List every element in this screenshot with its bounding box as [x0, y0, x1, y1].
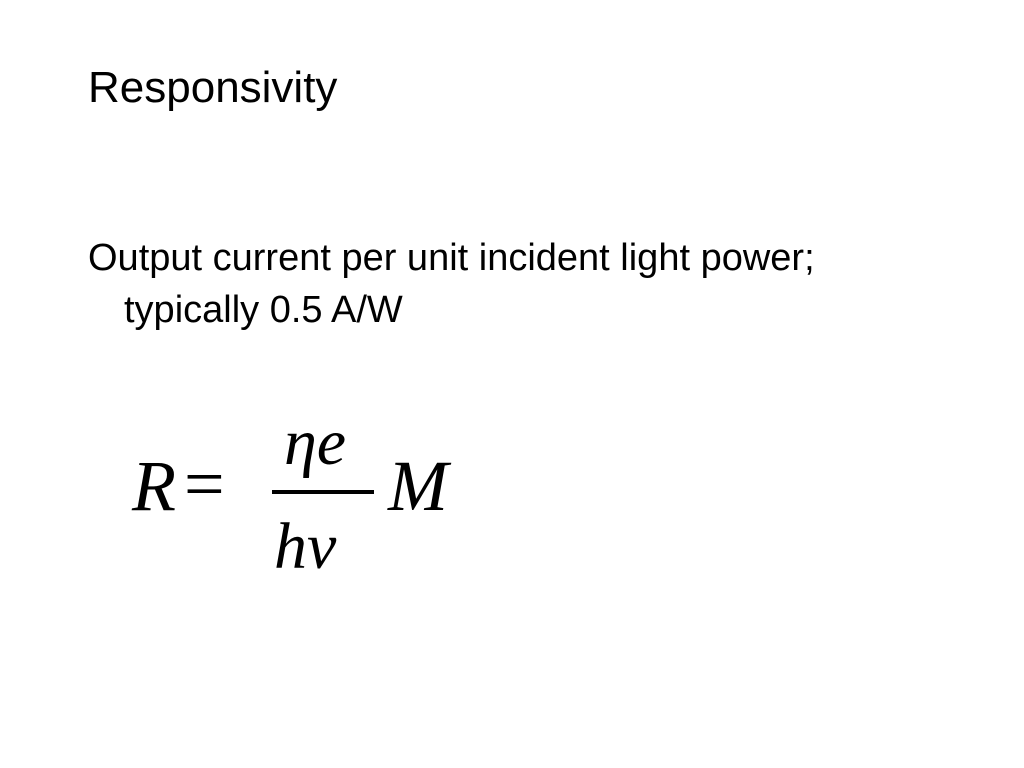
- equation-lhs: R: [132, 446, 176, 526]
- slide-body-text: Output current per unit incident light p…: [88, 237, 815, 331]
- responsivity-equation: R = ηe hν M: [132, 410, 492, 590]
- slide-title: Responsivity: [88, 63, 338, 112]
- equation-factor: M: [388, 446, 448, 526]
- equation-denominator: hν: [274, 510, 337, 583]
- equation-numerator: ηe: [284, 406, 347, 479]
- fraction-bar: [272, 490, 374, 494]
- equation-equals-sign: =: [184, 444, 225, 524]
